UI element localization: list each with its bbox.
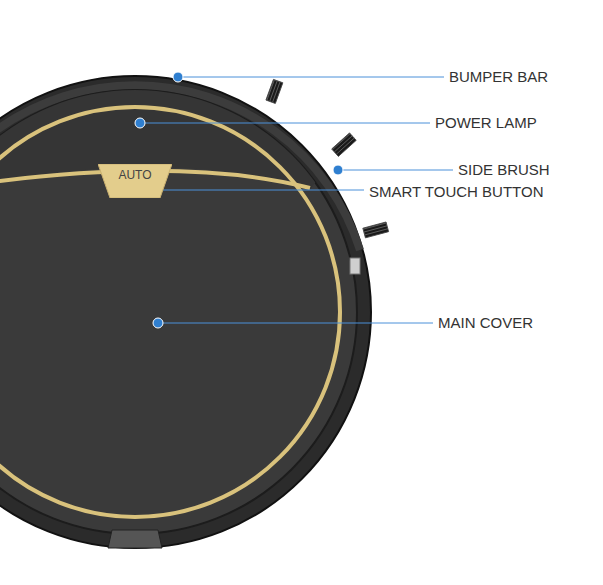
callout-dot: [153, 318, 163, 328]
callout-dot: [173, 72, 183, 82]
callout-dots: [129, 72, 343, 328]
touch-button: AUTO: [98, 164, 172, 198]
part-label: SIDE BRUSH: [458, 161, 550, 179]
part-label: BUMPER BAR: [449, 68, 548, 86]
part-label: MAIN COVER: [438, 314, 533, 332]
top-cap: [0, 60, 400, 200]
part-label: SMART TOUCH BUTTON: [369, 183, 543, 201]
button-outline: [98, 164, 172, 198]
gold-ring: [0, 107, 340, 517]
side-tab: [350, 258, 360, 274]
callout-dot: [135, 118, 145, 128]
bottom-notch: [108, 530, 162, 548]
part-label: POWER LAMP: [435, 114, 537, 132]
button-text: AUTO: [98, 164, 172, 182]
callout-dot: [333, 165, 343, 175]
